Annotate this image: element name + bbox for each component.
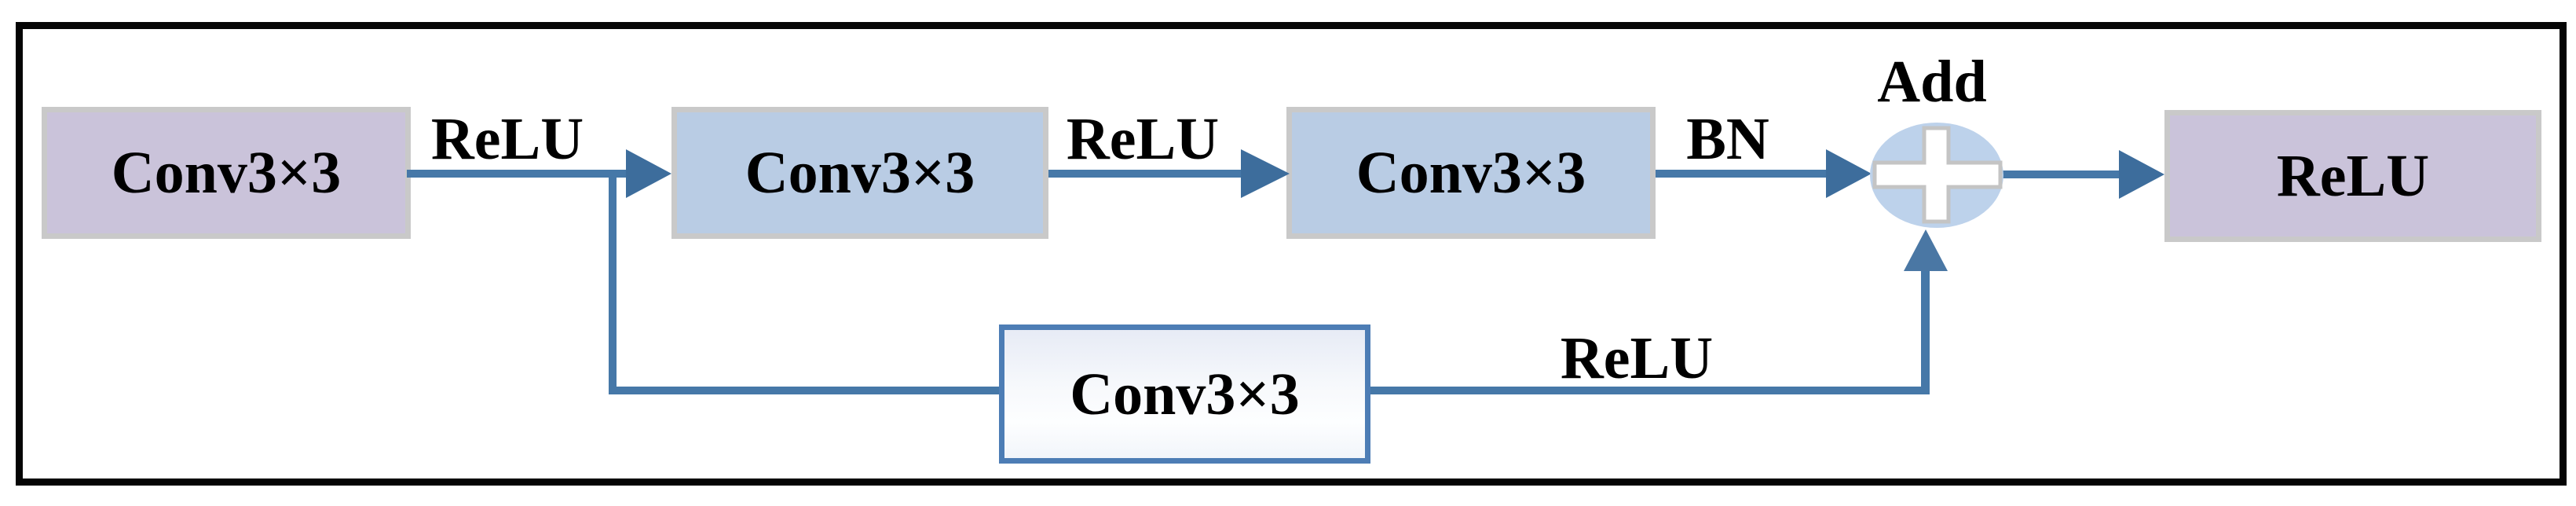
- node-relu-output: ReLU: [2164, 110, 2541, 242]
- node-conv-skip: Conv3×3: [999, 324, 1370, 464]
- skip-line-left: [609, 387, 999, 394]
- edge-label-bn: BN: [1686, 106, 1769, 172]
- arrow-conv1-conv2-line: [407, 170, 635, 178]
- node-conv2: Conv3×3: [671, 107, 1048, 239]
- node-conv1-label: Conv3×3: [111, 140, 342, 206]
- plus-icon: [1872, 126, 2003, 224]
- edge-label-relu-skip: ReLU: [1560, 325, 1714, 391]
- node-conv1: Conv3×3: [42, 107, 411, 239]
- node-conv2-label: Conv3×3: [745, 140, 975, 206]
- skip-line-up-segment: [1921, 270, 1930, 394]
- edge-label-relu-2: ReLU: [1066, 106, 1220, 172]
- skip-line-right: [1370, 387, 1930, 394]
- node-conv3: Conv3×3: [1286, 107, 1656, 239]
- node-conv3-label: Conv3×3: [1356, 140, 1586, 206]
- outer-frame: [16, 22, 2567, 486]
- skip-branch-vertical-line: [609, 170, 617, 394]
- arrow-add-output-line: [2002, 170, 2124, 178]
- arrow-conv3-add-line: [1656, 170, 1832, 178]
- node-relu-output-label: ReLU: [2276, 143, 2430, 209]
- node-conv-skip-label: Conv3×3: [1070, 361, 1300, 427]
- arrow-conv2-conv3-line: [1048, 170, 1245, 178]
- edge-label-relu-1: ReLU: [430, 106, 584, 172]
- add-junction-label: Add: [1877, 49, 1987, 115]
